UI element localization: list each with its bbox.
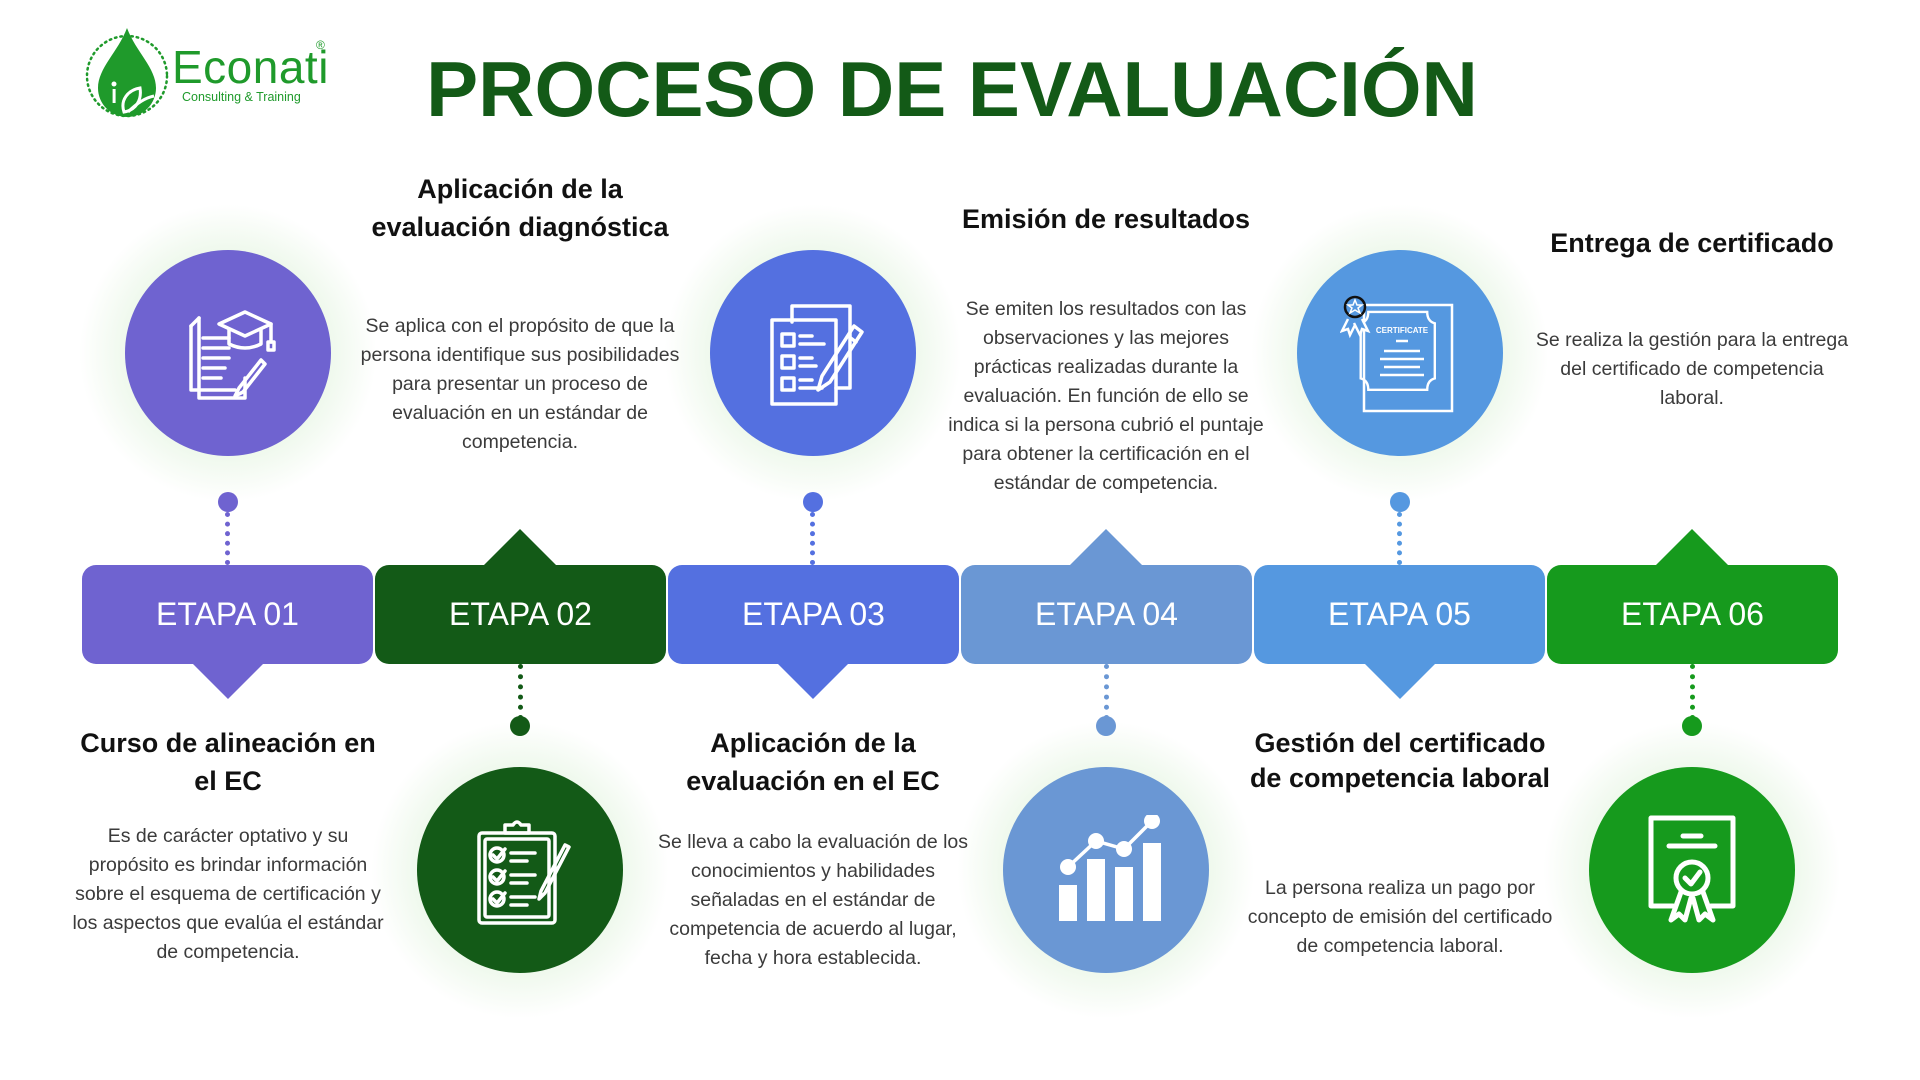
stage-4-banner: ETAPA 04	[961, 565, 1252, 664]
stage-5-arrow-down	[1364, 663, 1436, 699]
stage-4-label: ETAPA 04	[1035, 596, 1178, 632]
logo-tagline: Consulting & Training	[182, 90, 301, 104]
stage-5-connector-line	[1397, 512, 1402, 565]
stage-1-heading: Curso de alineación en el EC	[80, 728, 376, 796]
stage-2-heading: Aplicación de la evaluación diagnóstica	[371, 174, 669, 242]
page-title: PROCESO DE EVALUACIÓN	[426, 45, 1478, 133]
stage-3-icon-circle	[710, 250, 916, 456]
econati-logo: Econati ® Consulting & Training	[84, 24, 344, 124]
stage-4-arrow-up	[1070, 529, 1142, 565]
stage-5-label: ETAPA 05	[1328, 596, 1471, 632]
stage-3-heading: Aplicación de la evaluación en el EC	[686, 728, 940, 796]
form-pencil-icon	[770, 304, 864, 406]
stage-1-arrow-down	[192, 663, 264, 699]
stage-4-connector-line	[1104, 664, 1109, 720]
clipboard-checklist-icon	[477, 820, 571, 925]
stage-1-banner: ETAPA 01	[82, 565, 373, 664]
stage-6-arrow-up	[1656, 529, 1728, 565]
water-drop-leaf-icon	[85, 28, 169, 118]
stage-6-description: Se realiza la gestión para la entrega de…	[1535, 329, 1849, 409]
stage-4-description: Se emiten los resultados con las observa…	[948, 298, 1264, 494]
stage-3-description: Se lleva a cabo la evaluación de los con…	[657, 831, 969, 969]
stage-4-icon-circle	[1003, 767, 1209, 973]
stage-6-connector-line	[1690, 664, 1695, 720]
stage-3-label: ETAPA 03	[742, 596, 885, 632]
award-document-icon	[1648, 815, 1736, 923]
stage-6-heading: Entrega de certificado	[1550, 228, 1834, 258]
graduation-document-icon	[189, 310, 276, 400]
stage-1-connector-line	[225, 512, 230, 565]
stage-5-description: La persona realiza un pago por concepto …	[1247, 877, 1553, 957]
stage-1-icon-circle	[125, 250, 331, 456]
stage-5-connector-dot	[1390, 492, 1410, 512]
stage-2-connector-line	[518, 664, 523, 720]
stage-1-description: Es de carácter optativo y su propósito e…	[72, 825, 384, 963]
stage-4-connector-dot	[1096, 716, 1116, 736]
stage-6-connector-dot	[1682, 716, 1702, 736]
svg-text:CERTIFICATE: CERTIFICATE	[1376, 326, 1429, 335]
stage-2-label: ETAPA 02	[449, 596, 592, 632]
bar-chart-trend-icon	[1059, 815, 1161, 921]
stage-2-description: Se aplica con el propósito de que la per…	[360, 315, 680, 453]
stage-3-connector-dot	[803, 492, 823, 512]
stage-6-label: ETAPA 06	[1621, 596, 1764, 632]
certificate-icon: CERTIFICATE	[1340, 295, 1454, 413]
stage-6-banner: ETAPA 06	[1547, 565, 1838, 664]
stage-3-arrow-down	[777, 663, 849, 699]
stage-3-banner: ETAPA 03	[668, 565, 959, 664]
stage-2-arrow-up	[484, 529, 556, 565]
stage-6-icon-circle	[1589, 767, 1795, 973]
stage-3-connector-line	[810, 512, 815, 565]
stage-4-heading: Emisión de resultados	[961, 204, 1251, 234]
stage-2-icon-circle	[417, 767, 623, 973]
stage-5-icon-circle: CERTIFICATE	[1297, 250, 1503, 456]
stage-2-connector-dot	[510, 716, 530, 736]
logo-name: Econati	[172, 41, 329, 93]
stage-2-banner: ETAPA 02	[375, 565, 666, 664]
stage-1-label: ETAPA 01	[156, 596, 299, 632]
stage-1-connector-dot	[218, 492, 238, 512]
stage-5-banner: ETAPA 05	[1254, 565, 1545, 664]
registered-mark: ®	[316, 38, 325, 52]
stage-5-heading: Gestión del certificado de competencia l…	[1249, 728, 1551, 793]
